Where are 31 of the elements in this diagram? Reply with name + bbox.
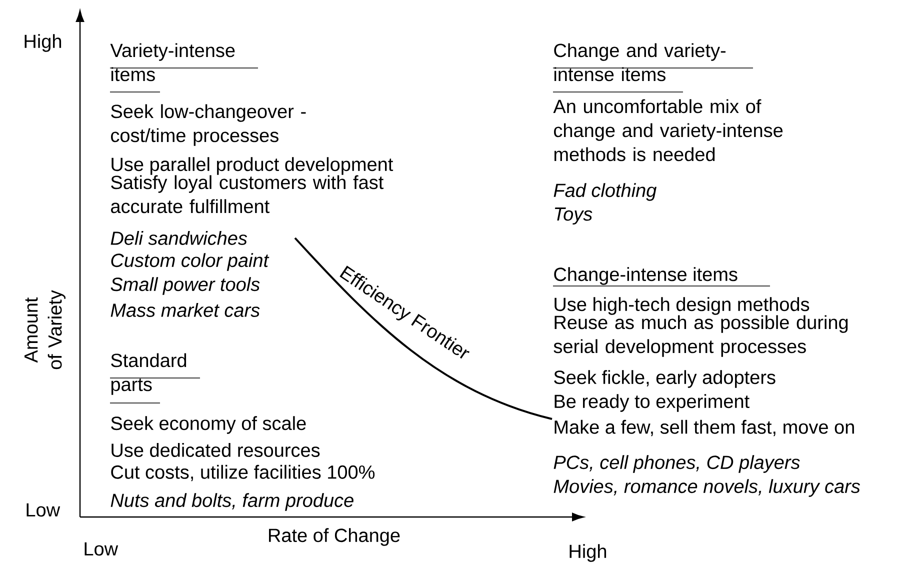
strategy-text: Use high-tech design methods [554,297,810,315]
quadrant-heading: Standard parts [110,353,200,404]
example-text: Toys [554,208,592,224]
axis-title: Rate of Change [269,528,400,546]
example-text: PCs, cell phones, CD players [554,455,800,473]
example-text: Nuts and bolts, farm produce [110,493,354,511]
axis-label: Low [84,542,118,556]
strategy-text: Reuse as much as possible during serial development processes [554,315,848,357]
quadrant-heading: Variety-intense items [110,43,258,92]
axis-title: Amount of Variety [24,290,66,370]
example-text: Deli sandwiches [110,231,248,245]
example-text: Movies, romance novels, luxury cars [554,479,860,497]
strategy-text: Seek low-changeover -cost/time processes [111,104,306,146]
strategy-text: Use parallel product development [112,157,394,175]
strategy-text: Cut costs, utilize facilities 100% [111,464,375,482]
strategy-text: Satisfy loyal customers with fast accurate fulfillment [111,175,384,214]
strategy-text: Use dedicated resources [112,443,320,457]
example-text: Small power tools [110,277,260,295]
example-text: Fad clothing [554,183,657,201]
strategy-text: Seek economy of scale [111,416,306,434]
axis-label: Low [26,503,60,517]
example-text: Mass market cars [110,303,260,317]
strategy-text: An uncomfortable mix of change and variety-intense methods is needed [553,99,783,162]
axis-label: High [570,544,606,562]
strategy-text: Seek fickle, early adopters [554,370,776,388]
quadrant-heading: Change-intense items [552,267,770,286]
strategy-text: Be ready to experiment [554,394,750,412]
example-text: Custom color paint [111,253,270,271]
axis-label: High [24,34,62,52]
quadrant-heading: Change and variety-intense items [552,43,754,92]
strategy-text: Make a few, sell them fast, move on [554,420,854,436]
